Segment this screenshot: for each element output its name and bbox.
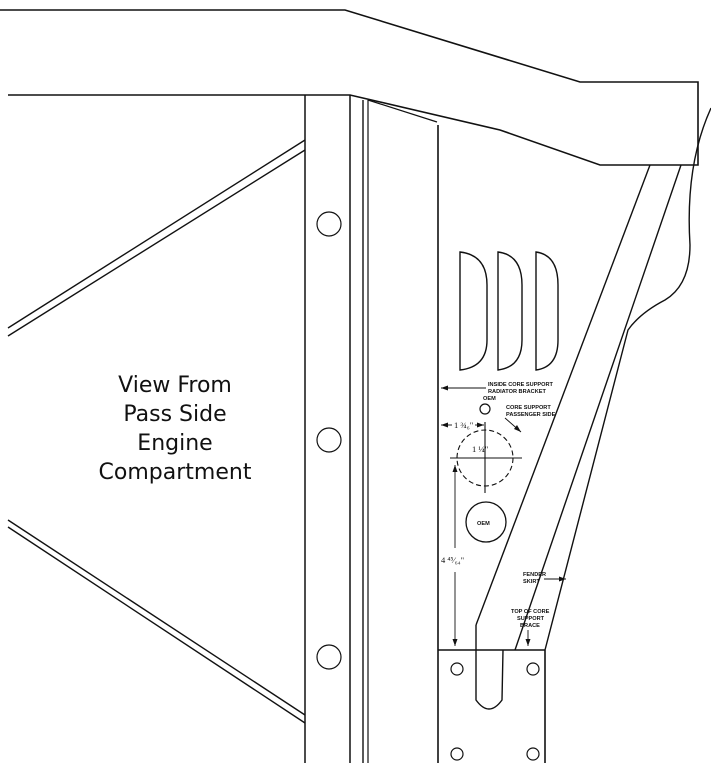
vertical-offset-value: 4 ⁴⁵⁄₆₄" <box>441 555 464 565</box>
core-support-label-line-1: CORE SUPPORT <box>506 405 551 411</box>
core-brace-label-line-1: TOP OF CORE <box>511 609 550 615</box>
radiator-bracket <box>437 125 545 651</box>
post-hole-top <box>316 211 342 237</box>
bracket-hole-2 <box>526 662 540 676</box>
diagonal-brace-upper <box>7 139 306 337</box>
bracket-hole-3 <box>450 747 464 761</box>
vent-slot-3 <box>535 251 559 371</box>
fender-skirt-label-line-2: SKIRT <box>523 579 540 585</box>
core-brace-label: TOP OF CORE SUPPORT BRACE <box>511 609 550 646</box>
core-brace-label-line-3: BRACE <box>520 623 540 629</box>
core-brace-label-line-2: SUPPORT <box>517 616 545 622</box>
post-hole-bottom <box>316 644 342 670</box>
vertical-post <box>304 95 351 763</box>
bottom-bracket <box>437 650 546 763</box>
radiator-bracket-label-line-2: RADIATOR BRACKET <box>488 389 546 395</box>
core-support-side-label: CORE SUPPORT PASSENGER SIDE <box>504 405 556 433</box>
fender-skirt <box>475 107 711 710</box>
new-hole-location: 1 ¼" <box>450 422 522 493</box>
post-hole-middle <box>316 427 342 453</box>
inner-strip <box>362 99 438 763</box>
horizontal-offset-value: 1 ¾₆" <box>454 420 473 430</box>
diagonal-brace-lower <box>7 519 306 724</box>
core-support-label-line-2: PASSENGER SIDE <box>506 412 556 418</box>
bracket-hole-4 <box>526 747 540 761</box>
view-title: View From Pass Side Engine Compartment <box>99 373 252 485</box>
radiator-bracket-label: INSIDE CORE SUPPORT RADIATOR BRACKET <box>441 382 554 395</box>
oem-large-label: OEM <box>477 521 490 527</box>
oem-small-label: OEM <box>483 396 496 402</box>
top-frame-outline <box>0 9 699 166</box>
bracket-hole-1 <box>450 662 464 676</box>
radiator-bracket-label-line-1: INSIDE CORE SUPPORT <box>488 382 554 388</box>
view-title-line-4: Compartment <box>99 460 252 485</box>
oem-large-hole: OEM <box>465 501 507 543</box>
view-title-line-2: Pass Side <box>123 402 226 427</box>
view-title-line-1: View From <box>118 373 232 398</box>
vent-slots <box>459 251 559 371</box>
vent-slot-1 <box>459 251 488 371</box>
hole-diameter-value: 1 ¼" <box>472 444 488 454</box>
horizontal-offset-dimension: 1 ¾₆" <box>441 420 484 430</box>
vent-slot-2 <box>497 251 523 371</box>
view-title-line-3: Engine <box>137 431 212 456</box>
vertical-offset-dimension: 4 ⁴⁵⁄₆₄" <box>441 465 464 646</box>
fender-skirt-label-line-1: FENDER <box>523 572 546 578</box>
oem-small-hole: OEM <box>479 396 496 415</box>
fender-skirt-label: FENDER SKIRT <box>523 572 566 585</box>
